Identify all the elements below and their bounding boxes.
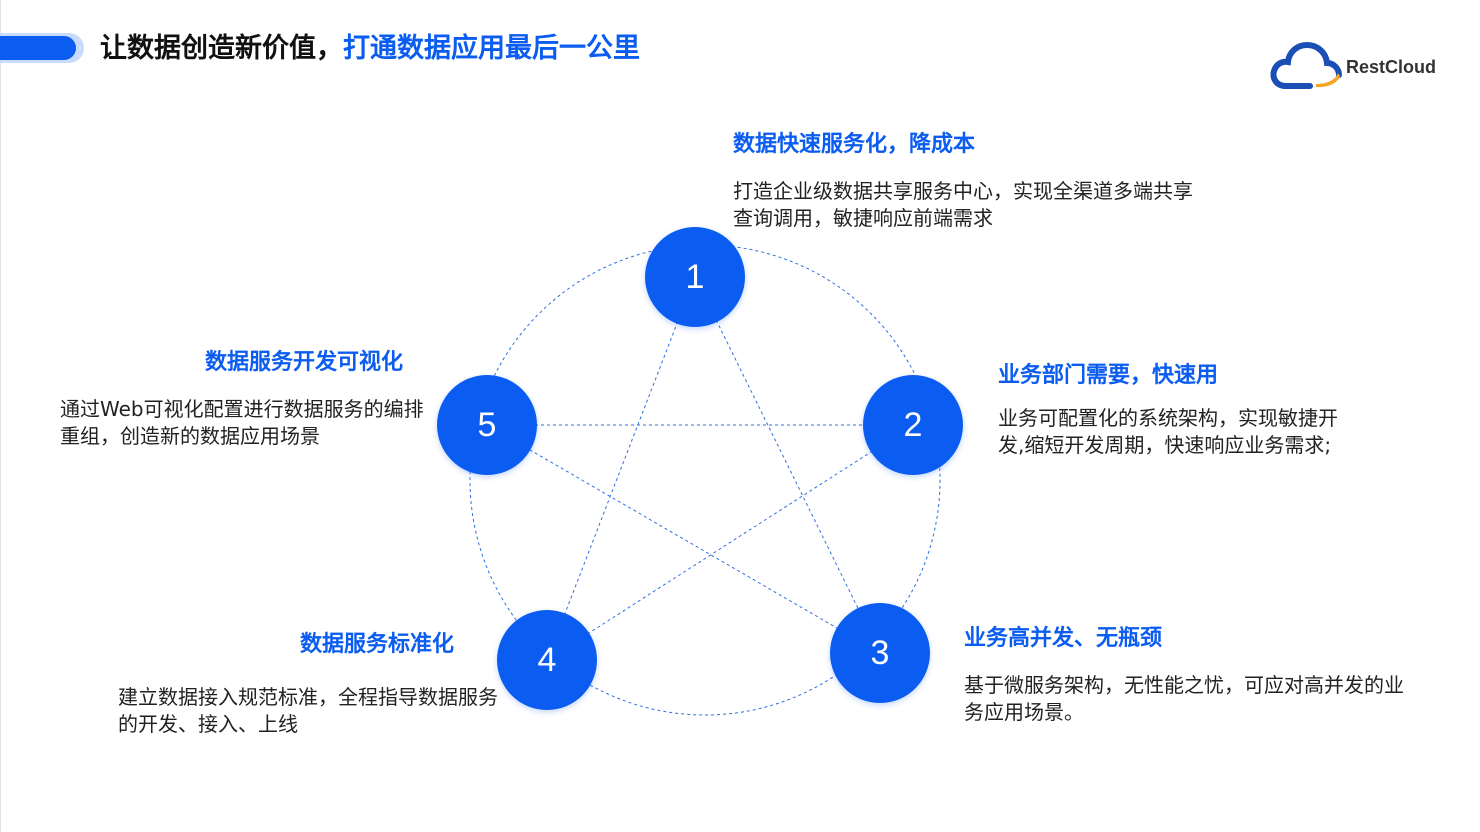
node-1-heading: 数据快速服务化，降成本 xyxy=(733,132,976,157)
node-5-circle: 5 xyxy=(437,375,537,475)
node-2-number: 2 xyxy=(903,405,923,444)
header-accent-bar xyxy=(0,33,84,63)
node-2-circle: 2 xyxy=(863,375,963,475)
frame-border xyxy=(0,0,1,832)
logo-brand-name: RestCloud xyxy=(1346,57,1436,77)
node-2-description: 业务可配置化的系统架构，实现敏捷开发,缩短开发周期，快速响应业务需求; xyxy=(998,406,1338,457)
node-3-heading: 业务高并发、无瓶颈 xyxy=(964,626,1163,651)
node-4-circle: 4 xyxy=(497,610,597,710)
node-5-number: 5 xyxy=(477,405,497,444)
page-title: 让数据创造新价值，打通数据应用最后一公里 xyxy=(100,29,640,69)
node-3-description: 基于微服务架构，无性能之忧，可应对高并发的业务应用场景。 xyxy=(964,673,1404,724)
node-4-heading: 数据服务标准化 xyxy=(300,632,455,657)
star-line-4-1 xyxy=(546,276,696,661)
star-line-1-3 xyxy=(694,276,881,654)
cloud-icon xyxy=(1270,41,1342,89)
node-2-heading: 业务部门需要，快速用 xyxy=(998,363,1219,388)
node-3-circle: 3 xyxy=(830,603,930,703)
title-dark-part: 让数据创造新价值， xyxy=(100,33,343,64)
star-line-2-4 xyxy=(546,424,914,661)
star-line-3-5 xyxy=(486,424,881,654)
node-1-circle: 1 xyxy=(645,227,745,327)
node-3-number: 3 xyxy=(870,633,890,672)
node-5-description: 通过Web可视化配置进行数据服务的编排重组，创造新的数据应用场景 xyxy=(60,397,424,448)
node-5-heading: 数据服务开发可视化 xyxy=(205,350,404,375)
node-1-description: 打造企业级数据共享服务中心，实现全渠道多端共享查询调用，敏捷响应前端需求 xyxy=(733,179,1193,230)
title-blue-part: 打通数据应用最后一公里 xyxy=(343,33,640,64)
node-4-number: 4 xyxy=(537,640,557,679)
restcloud-logo: RestCloud xyxy=(1270,40,1460,92)
node-1-number: 1 xyxy=(685,257,705,296)
node-4-description: 建立数据接入规范标准，全程指导数据服务的开发、接入、上线 xyxy=(118,685,498,736)
